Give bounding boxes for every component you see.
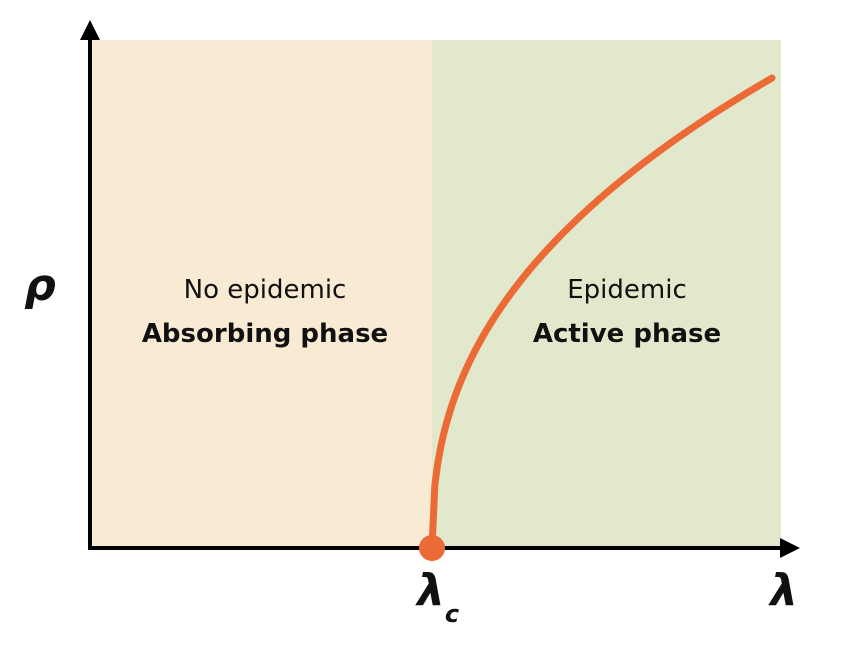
critical-point-marker: [419, 535, 445, 561]
active-phase-region: [432, 40, 781, 548]
critical-threshold-label: λ: [415, 565, 445, 616]
absorbing-region-title: No epidemic: [184, 275, 347, 305]
order-parameter-curve: [428, 74, 776, 552]
absorbing-region-subtitle: Absorbing phase: [142, 319, 388, 349]
x-axis-label: λ: [768, 565, 798, 616]
absorbing-phase-region: [90, 40, 432, 548]
y-axis-label: ρ: [24, 260, 56, 311]
active-region-subtitle: Active phase: [533, 319, 721, 349]
y-axis-arrowhead: [80, 20, 100, 40]
critical-threshold-subscript: c: [445, 600, 459, 628]
active-region-title: Epidemic: [567, 275, 687, 305]
x-axis-arrowhead: [780, 538, 800, 558]
